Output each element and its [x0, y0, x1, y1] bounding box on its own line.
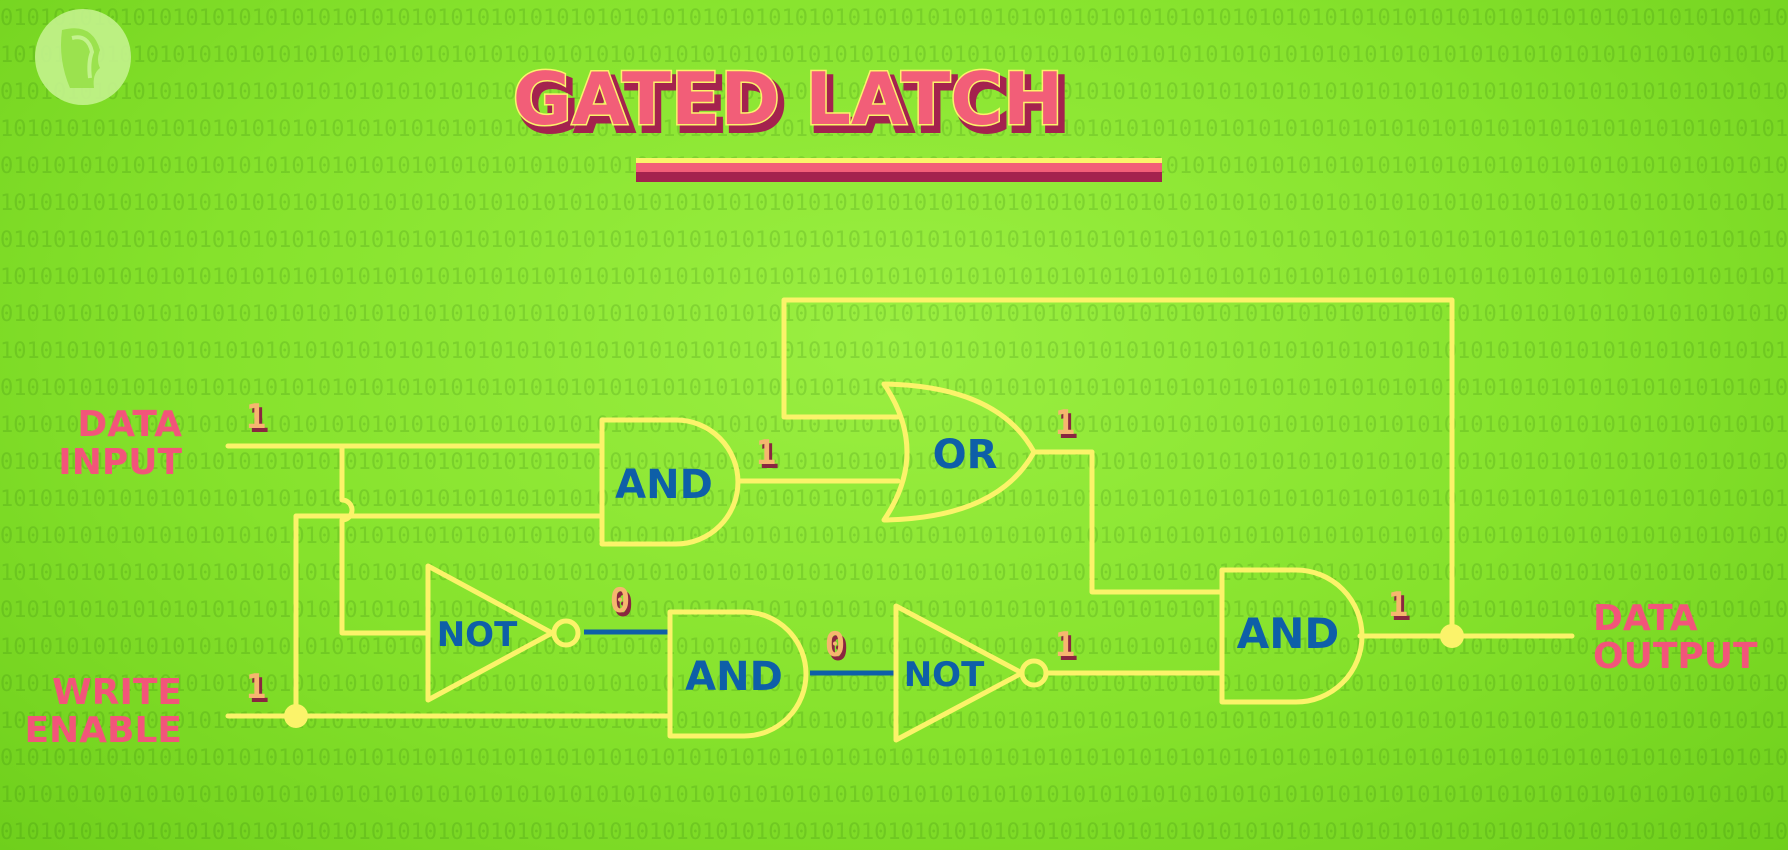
signal-shadow: 1	[249, 671, 269, 711]
signal-not-right-out: 1 1	[1055, 625, 1078, 669]
wire-data-to-not	[339, 443, 431, 636]
signal-or-out: 1 1	[1055, 403, 1078, 447]
gate-label-not-right: NOT	[904, 655, 985, 695]
gate-label-and-right: AND	[1237, 609, 1340, 658]
signal-value: 1	[1055, 403, 1075, 443]
signal-data-output: 1 1	[1388, 585, 1411, 629]
signal-value: 0	[610, 581, 630, 621]
label-data-input-line2: INPUT	[58, 442, 182, 483]
zero-wires	[584, 629, 896, 676]
or-gate	[881, 381, 1037, 523]
title-underline	[636, 163, 1162, 172]
label-write-enable-line2: ENABLE	[24, 710, 182, 751]
title-text: GATED LATCH	[513, 57, 1064, 141]
label-data-output-line2: OUTPUT	[1593, 636, 1758, 677]
junction-dot	[284, 704, 308, 728]
signal-data-input: 1 1	[246, 397, 269, 441]
not-gate-left	[425, 563, 555, 703]
gates	[425, 381, 1365, 743]
signal-shadow: 0	[613, 585, 633, 625]
signal-and-middle-out: 0 0	[825, 625, 848, 669]
signal-value: 1	[756, 433, 776, 473]
signal-shadow: 1	[249, 401, 269, 441]
label-data-input-line1: DATA	[77, 404, 182, 445]
wire-feedback	[781, 297, 1455, 639]
signal-and-top-out: 1 1	[756, 433, 779, 477]
title-shadow: GATED LATCH	[518, 63, 1069, 147]
wires	[225, 297, 1575, 719]
not-gate-right	[893, 603, 1025, 743]
not-bubble-left	[551, 618, 581, 648]
signal-value: 0	[825, 625, 845, 665]
wire-or-to-and	[1031, 449, 1225, 595]
signal-value: 1	[1388, 585, 1408, 625]
not-bubble-right	[1019, 658, 1049, 688]
junction-dot	[1440, 624, 1464, 648]
signal-not-left-out: 0 0	[610, 581, 633, 625]
signal-write-enable: 1 1	[246, 667, 269, 711]
gate-label-or: OR	[933, 432, 998, 478]
label-data-output-line1: DATA	[1593, 598, 1698, 639]
and-gate-right	[1219, 567, 1365, 705]
signal-shadow: 1	[1391, 589, 1411, 629]
signal-values: 1 1 1 1 1 1 1 1 0 0 0 0 1 1 1 1	[246, 397, 1411, 711]
signal-shadow: 1	[1058, 629, 1078, 669]
label-write-enable-line1: WRITE	[52, 672, 182, 713]
signal-value: 1	[1055, 625, 1075, 665]
wire-enable-to-and	[293, 513, 605, 719]
signal-shadow: 1	[759, 437, 779, 477]
signal-value: 1	[246, 667, 266, 707]
signal-value: 1	[246, 397, 266, 437]
gate-label-and-middle: AND	[685, 654, 783, 700]
io-labels: DATA INPUT WRITE ENABLE DATA OUTPUT	[24, 404, 1758, 751]
title: GATED LATCH GATED LATCH	[511, 56, 1162, 182]
gate-labels: AND OR NOT AND NOT AND	[437, 432, 1340, 700]
gate-label-and-top: AND	[615, 462, 713, 508]
and-gate-top	[599, 417, 741, 547]
gate-label-not-left: NOT	[437, 615, 518, 655]
signal-shadow: 0	[828, 629, 848, 669]
and-gate-middle	[667, 609, 809, 739]
pbs-logo-icon	[35, 9, 131, 105]
signal-shadow: 1	[1058, 407, 1078, 447]
